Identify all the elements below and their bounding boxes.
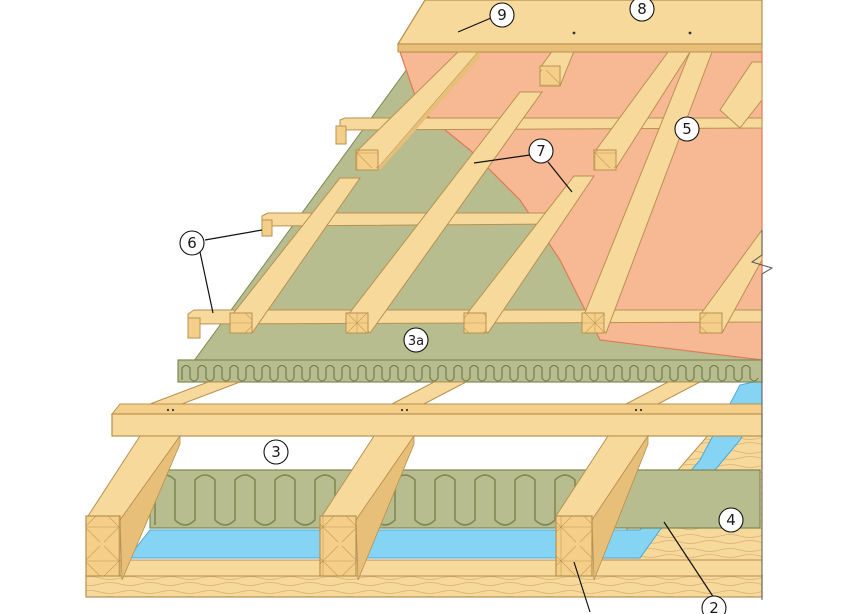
wall-plate [85, 559, 763, 598]
callout-2: 2 [701, 595, 727, 614]
callout-5: 5 [674, 116, 700, 142]
callout-5-label: 5 [682, 120, 692, 138]
callout-6-label: 6 [187, 234, 197, 252]
callout-4: 4 [718, 507, 744, 533]
callout-3-label: 3 [271, 443, 281, 461]
callout-6: 6 [179, 230, 205, 256]
callout-9: 9 [489, 2, 515, 28]
callout-9-label: 9 [497, 6, 507, 24]
callout-7: 7 [528, 138, 554, 164]
counter-battens [229, 45, 763, 334]
insulation-layer-3 [149, 469, 761, 529]
break-mark [750, 230, 774, 600]
callout-8: 8 [629, 0, 655, 22]
leader-lines [199, 17, 715, 613]
callout-2-label: 2 [709, 599, 719, 614]
callout-3: 3 [263, 439, 289, 465]
callout-4-label: 4 [726, 511, 736, 529]
insulation-board-3a [177, 359, 763, 383]
tie-beam [110, 403, 763, 437]
callout-7-label: 7 [536, 142, 546, 160]
rafters [85, 381, 701, 581]
roof-boarding [396, 0, 763, 53]
callout-3a-label: 3a [408, 334, 424, 349]
callout-8-label: 8 [637, 0, 647, 18]
callout-3a: 3a [403, 327, 429, 353]
